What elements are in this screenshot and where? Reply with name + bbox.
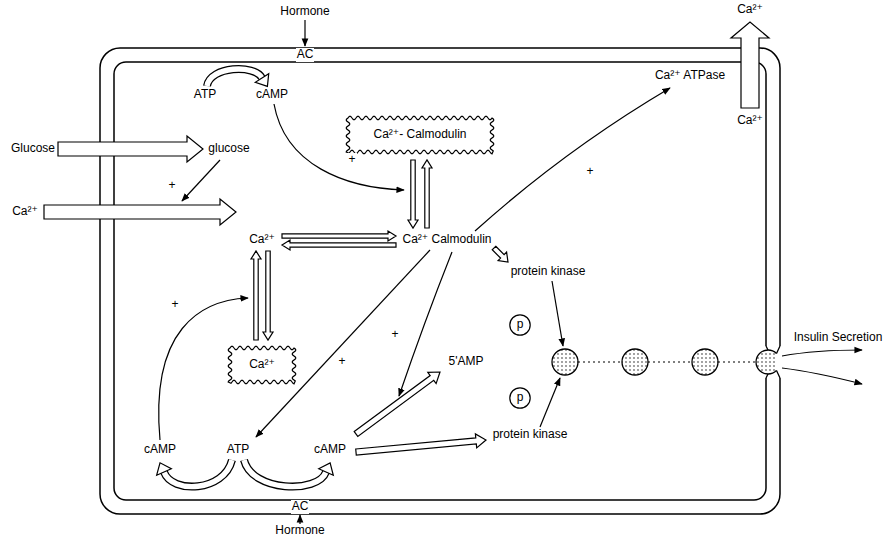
hollow-arrow xyxy=(356,434,486,455)
plus-sign: + xyxy=(347,153,356,167)
text-label: Ca²⁺ Calmodulin xyxy=(401,233,492,247)
cell-membrane xyxy=(100,48,780,514)
hollow-arrow xyxy=(422,160,432,228)
arrow-body xyxy=(164,460,232,487)
text-label: Ca²⁺ ATPase xyxy=(654,69,726,83)
text-label: Hormone xyxy=(279,5,330,19)
text-label: protein kinase xyxy=(510,265,587,279)
arrow-line xyxy=(399,252,452,396)
arrow-body xyxy=(244,460,326,487)
text-label: Ca²⁺ xyxy=(11,205,39,219)
hollow-arrow xyxy=(492,246,508,262)
text-label: protein kinase xyxy=(492,428,569,442)
text-label: glucose xyxy=(207,142,250,156)
text-label: Hormone xyxy=(274,524,325,538)
text-label: cAMP xyxy=(143,443,177,457)
text-label: AC xyxy=(296,48,315,62)
arrow-line xyxy=(782,368,862,384)
vesicle xyxy=(692,349,718,375)
dotted-link xyxy=(578,361,755,362)
arrow-body xyxy=(207,69,262,86)
text-label: Glucose xyxy=(10,142,56,156)
hollow-arrow xyxy=(263,251,273,340)
circle-outline xyxy=(510,315,530,335)
text-label: ATP xyxy=(226,443,250,457)
hollow-arrow xyxy=(58,136,203,162)
vesicle-chain xyxy=(552,349,755,375)
phosphate-circle: p xyxy=(509,387,531,409)
arrow-line xyxy=(299,515,300,524)
text-label: AC xyxy=(291,500,310,514)
arrow-line xyxy=(182,160,220,201)
membrane-inner xyxy=(114,62,766,500)
text-label: Ca²⁺ xyxy=(736,3,764,17)
plus-sign: + xyxy=(167,179,176,193)
arrow-line xyxy=(552,281,563,346)
arrow-body xyxy=(207,69,262,86)
fusing-vesicle xyxy=(756,346,780,378)
phosphate-circle: p xyxy=(509,314,531,336)
arrow-line xyxy=(256,250,430,437)
plus-sign: + xyxy=(170,298,179,312)
hollow-arrow xyxy=(282,231,396,241)
arrow-head xyxy=(319,463,334,475)
arrow-line xyxy=(540,378,560,427)
vesicle xyxy=(756,350,776,374)
text-label: cAMP xyxy=(313,443,347,457)
hollow-arrow xyxy=(244,460,333,487)
wavy-outline xyxy=(346,116,494,154)
plus-sign: + xyxy=(337,355,346,369)
node-text: Ca²⁺- Calmodulin xyxy=(373,128,466,142)
hollow-arrow xyxy=(251,251,261,340)
arrow-body xyxy=(244,460,326,487)
thin-arrows xyxy=(159,20,862,524)
plus-sign: + xyxy=(390,328,399,342)
node-text: p xyxy=(517,391,524,405)
plus-sign: + xyxy=(585,165,594,179)
node-text: p xyxy=(517,318,524,332)
text-label: 5'AMP xyxy=(448,355,485,369)
text-label: Insulin Secretion xyxy=(793,331,884,345)
arrow-line xyxy=(475,88,670,231)
text-label: Ca²⁺ xyxy=(248,233,276,247)
vesicle xyxy=(552,349,578,375)
arrow-line xyxy=(782,350,862,356)
hollow-arrow xyxy=(731,22,769,108)
vesicle xyxy=(622,349,648,375)
circle-outline xyxy=(510,388,530,408)
hollow-arrow xyxy=(44,199,236,225)
hollow-arrow xyxy=(282,240,396,250)
arrow-line xyxy=(304,20,305,46)
arrow-body xyxy=(164,460,232,487)
membrane-fusion xyxy=(766,346,780,378)
hollow-arrow xyxy=(207,69,269,86)
arrow-head xyxy=(255,74,268,87)
arrow-head xyxy=(157,463,172,475)
wavy-outline xyxy=(228,346,296,384)
membrane-outer xyxy=(100,48,780,514)
text-label: ATP xyxy=(193,88,217,102)
hollow-arrows xyxy=(44,22,769,487)
hollow-arrow xyxy=(408,160,418,228)
hollow-arrow xyxy=(354,372,440,436)
wavy-box: Ca²⁺- Calmodulin xyxy=(345,115,495,155)
node-text: Ca²⁺ xyxy=(249,358,275,372)
text-label: cAMP xyxy=(255,88,289,102)
hollow-arrow xyxy=(157,460,232,487)
text-label: Ca²⁺ xyxy=(736,114,764,128)
wavy-box: Ca²⁺ xyxy=(227,345,297,385)
